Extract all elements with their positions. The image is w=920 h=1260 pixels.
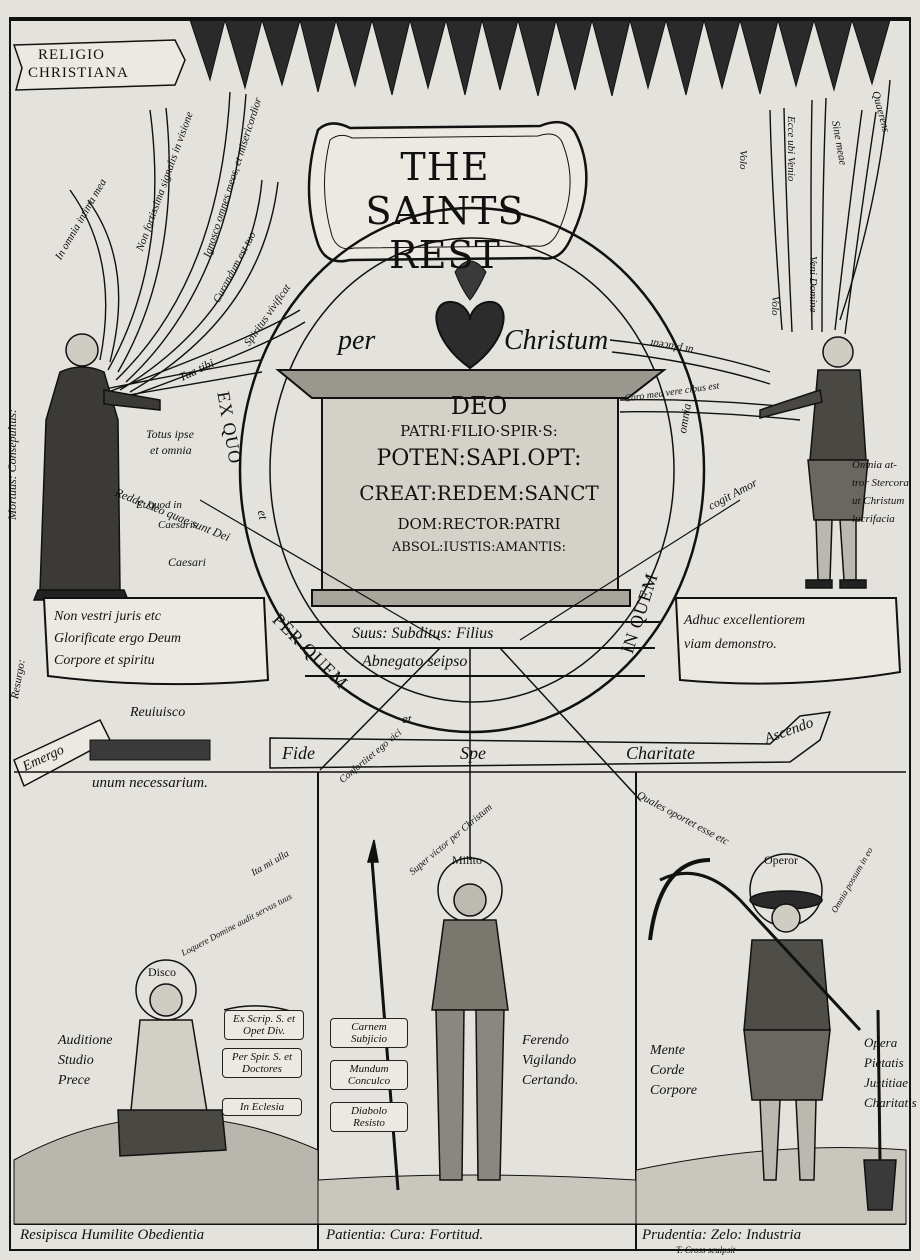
mente-label: Mente xyxy=(650,1043,685,1058)
scroll-mundum: Mundum Conculco xyxy=(330,1060,408,1090)
altar-line5: DOM:RECTOR:PATRI xyxy=(397,515,561,533)
flame xyxy=(454,260,487,301)
altar-body xyxy=(321,397,619,591)
suus-subditus: Suus: Subditus: Filius xyxy=(352,625,494,642)
right-speech2-2: Veni Domine xyxy=(807,256,819,313)
right-side-3: ut Christum xyxy=(852,495,905,507)
right-side-1: Omnia at- xyxy=(852,459,897,471)
heart-icon xyxy=(435,300,505,370)
corpore-label: Corpore xyxy=(650,1083,697,1098)
altar-line6: ABSOL:IUSTIS:AMANTIS: xyxy=(391,540,567,555)
left-box-line3: Corpore et spiritu xyxy=(54,653,155,668)
studio-label: Studio xyxy=(58,1053,94,1068)
right-side-4: lucrifacia xyxy=(852,513,895,525)
et-omnia: et omnia xyxy=(150,443,192,457)
opera-label: Opera xyxy=(864,1035,898,1050)
preacher-figure xyxy=(32,333,161,601)
fide-label: Fide xyxy=(282,743,315,763)
labourer-figure xyxy=(648,853,897,1211)
altar-top xyxy=(275,369,667,399)
per-label: per xyxy=(338,325,376,356)
auditione-label: Auditione xyxy=(58,1033,113,1048)
title-line2: REST xyxy=(389,233,501,277)
left-box xyxy=(42,597,270,686)
right-speech2-1: Volo xyxy=(769,296,781,316)
necessarium-label: unum necessarium. xyxy=(92,775,208,791)
right-box-line2: viam demonstro. xyxy=(684,637,777,652)
scroll-carnem: Carnem Subjicio xyxy=(330,1018,408,1048)
left-box-line1: Non vestri juris etc xyxy=(54,609,161,624)
disco-halo-label: Disco xyxy=(148,965,176,979)
pietatis-label: Pietatis xyxy=(864,1055,904,1070)
child-figure xyxy=(117,959,227,1157)
altar-line3: POTEN:SAPI.OPT: xyxy=(376,446,582,471)
ferendo-label: Ferendo xyxy=(522,1033,569,1048)
reuiuisco-label: Reuiuisco xyxy=(130,705,186,720)
operor-halo-label: Operor xyxy=(764,853,798,867)
charitate-label: Charitate xyxy=(626,743,696,763)
spe-label: Spe xyxy=(460,743,486,763)
religio-line2: CHRISTIANA xyxy=(28,65,129,81)
scroll-per-spir: Per Spir. S. et Doctores xyxy=(222,1048,302,1078)
scroll-diabolo: Diabolo Resisto xyxy=(330,1102,408,1132)
engraver-signature: T. Cross sculpsit xyxy=(676,1245,736,1255)
left-extra-1: Et quod in xyxy=(136,499,182,511)
panel-left-footer: Resipisca Humilite Obedientia xyxy=(20,1227,205,1243)
right-box-line1: Adhuc excellentiorem xyxy=(684,613,806,628)
altar-line2: PATRI·FILIO·SPIR·S: xyxy=(400,422,558,440)
totus-ipse: Totus ipse xyxy=(146,427,194,441)
panel-mid-footer: Patientia: Cura: Fortitud. xyxy=(326,1227,484,1243)
altar-line4: CREAT:REDEM:SANCT xyxy=(359,481,599,505)
soldier-figure xyxy=(367,839,509,1191)
scroll-in-eclesia: In Eclesia xyxy=(222,1098,302,1116)
left-extra-3: Caesari xyxy=(168,555,207,569)
altar-line1: DEO xyxy=(450,392,508,420)
oval-et2: et xyxy=(402,711,412,726)
corde-label: Corde xyxy=(650,1063,685,1078)
religio-banner xyxy=(12,39,186,91)
divine-oval xyxy=(238,206,706,734)
left-extra-2: Caesaris xyxy=(158,519,198,531)
title-cartouche xyxy=(307,120,588,263)
heaven-rays xyxy=(189,18,891,97)
right-speech-1: Volo xyxy=(737,150,749,170)
title-line1: THE SAINTS xyxy=(365,145,525,233)
abnegato-seipso: Abnegato seipso xyxy=(362,653,468,670)
panel-right-footer: Prudentia: Zelo: Industria xyxy=(642,1227,802,1243)
vigilando-label: Vigilando xyxy=(522,1053,577,1068)
milito-halo-label: Milito xyxy=(452,853,483,867)
certando-label: Certando. xyxy=(522,1073,579,1088)
christum-label: Christum xyxy=(504,325,609,356)
right-box xyxy=(674,597,902,685)
religio-line1: RELIGIO xyxy=(38,47,105,63)
charitatis-label: Charitatis xyxy=(864,1095,917,1110)
page-title: THE SAINTS REST xyxy=(330,145,560,277)
scroll-ex-scrip: Ex Scrip. S. et Opet Div. xyxy=(224,1010,304,1040)
right-side-2: tror Stercora xyxy=(852,477,909,489)
right-speech-2: Ecce ubi Venio xyxy=(785,116,797,182)
left-box-line2: Glorificate ergo Deum xyxy=(54,631,182,646)
prece-label: Prece xyxy=(58,1073,91,1088)
justitiae-label: Justitiae xyxy=(864,1075,909,1090)
altar-inscription: DEO PATRI·FILIO·SPIR·S: POTEN:SAPI.OPT: … xyxy=(338,392,620,558)
gentleman-figure xyxy=(759,336,869,589)
mortuus-vertical: Mortuus: Consepultus: xyxy=(5,409,19,520)
